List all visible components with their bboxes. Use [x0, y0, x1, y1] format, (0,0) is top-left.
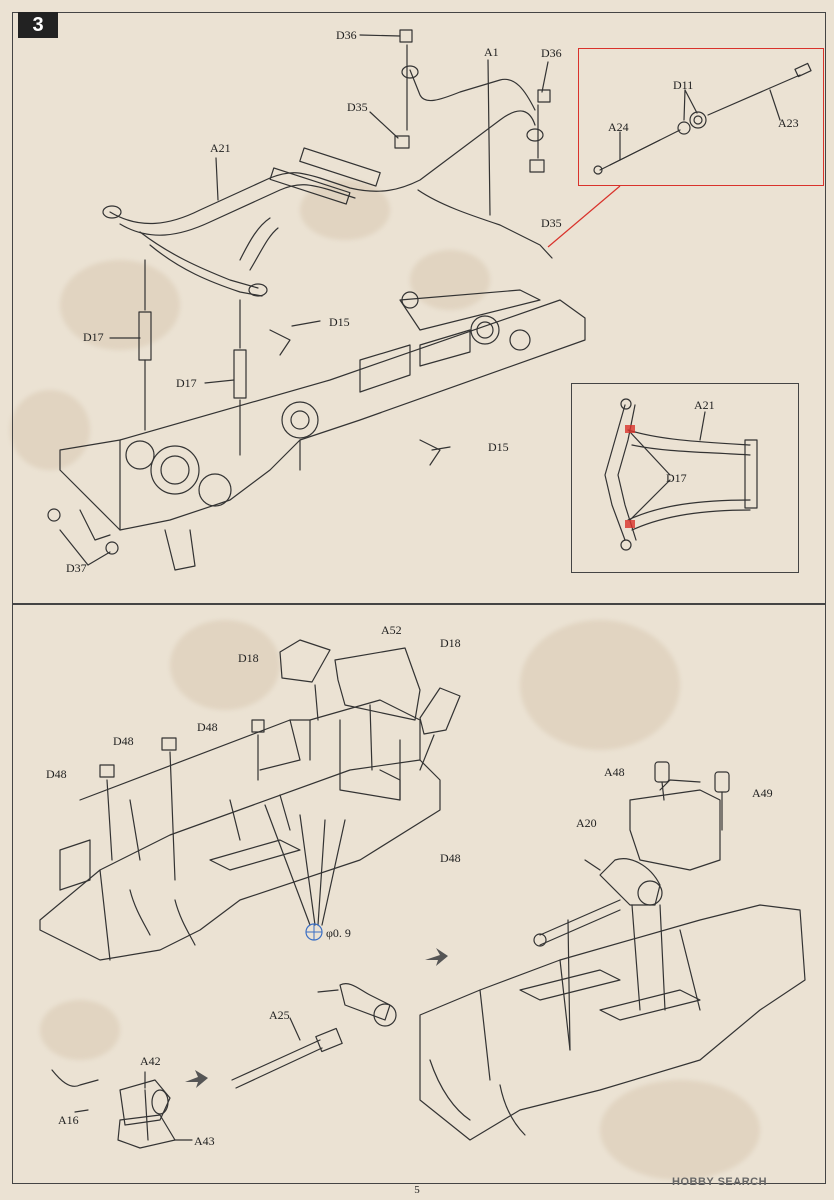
suspension-detail-inset [571, 383, 799, 573]
page-number: 5 [414, 1184, 420, 1196]
handbrake-detail-callout [578, 48, 824, 186]
lower-step-panel [12, 604, 826, 1184]
label-drill-size: φ0. 9 [326, 926, 351, 940]
drill-hole-icon [305, 923, 323, 941]
label-a20: A20 [576, 816, 597, 830]
a52-panel [334, 647, 421, 721]
paper-stain [10, 390, 90, 470]
label-d37: D37 [66, 561, 87, 575]
label-a21: A21 [210, 141, 231, 155]
paper-stain [410, 250, 490, 310]
upper-chassis [47, 289, 586, 571]
label-d48: D48 [197, 720, 218, 734]
label-d17: D17 [176, 376, 197, 390]
label-a49: A49 [752, 786, 773, 800]
label-a43: A43 [194, 1134, 215, 1148]
label-a1: A1 [484, 45, 499, 59]
paper-stain [300, 180, 390, 240]
paper-stain [600, 1080, 760, 1180]
label-d36: D36 [336, 28, 357, 42]
label-a42: A42 [140, 1054, 161, 1068]
lower-right-chassis [419, 779, 806, 1141]
label-d18: D18 [238, 651, 259, 665]
label-d35: D35 [541, 216, 562, 230]
label-a24: A24 [608, 120, 629, 134]
next-step-arrow-icon [425, 948, 448, 966]
label-a23: A23 [778, 116, 799, 130]
label-d35: D35 [347, 100, 368, 114]
upper-step-panel [12, 12, 826, 604]
label-a52: A52 [381, 623, 402, 637]
paper-stain [170, 620, 280, 710]
label-d15: D15 [329, 315, 350, 329]
paper-stain [60, 260, 180, 350]
label-d48: D48 [113, 734, 134, 748]
inset-frame-drawing [604, 398, 758, 551]
lower-left-chassis [39, 699, 441, 961]
label-d36: D36 [541, 46, 562, 60]
label-d11: D11 [673, 78, 694, 92]
d18-panel-left [279, 639, 331, 683]
label-d15: D15 [488, 440, 509, 454]
a21-tube-frame [102, 65, 544, 297]
paper-stain [40, 1000, 120, 1060]
label-d18: D18 [440, 636, 461, 650]
label-a25: A25 [269, 1008, 290, 1022]
d18-panel-right [419, 687, 461, 735]
label-a48: A48 [604, 765, 625, 779]
label-a16: A16 [58, 1113, 79, 1127]
watermark: HOBBY SEARCH [672, 1176, 768, 1188]
handbrake-cable-detail [593, 62, 812, 175]
label-inset-a21: A21 [694, 398, 715, 412]
label-inset-d17: D17 [666, 471, 687, 485]
next-step-arrow-icon [185, 1070, 208, 1088]
callout-leader-line [547, 185, 621, 248]
paper-stain [520, 620, 680, 750]
step-number-badge: 3 [18, 12, 58, 38]
label-d48: D48 [440, 851, 461, 865]
label-d17: D17 [83, 330, 104, 344]
a25-driveshaft [231, 1039, 321, 1081]
label-d48: D48 [46, 767, 67, 781]
